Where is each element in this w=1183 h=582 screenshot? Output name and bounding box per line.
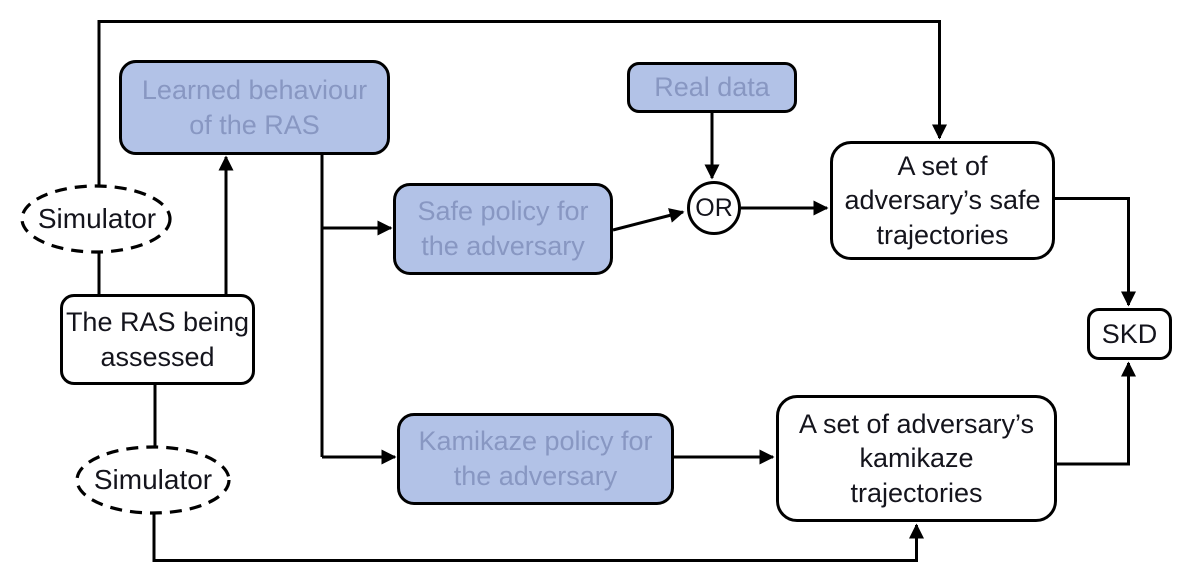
simulator-bottom-label: Simulator: [93, 464, 213, 495]
or-gate-node: OR: [687, 181, 741, 235]
edge-safe-trajectories-to-skd: [1055, 197, 1136, 307]
kamikaze-policy-node: Kamikaze policy for the adversary: [397, 413, 674, 505]
simulator-top-label: Simulator: [37, 203, 157, 234]
simulator-bottom-ellipse: [75, 445, 231, 515]
edge-safe-policy-to-or: [612, 208, 685, 232]
simulator-top-ellipse: [20, 184, 172, 254]
edge-simulator-top-to-safe-trajectories: [97, 20, 947, 186]
skd-node: SKD: [1087, 308, 1172, 360]
kamikaze-trajectories-node: A set of adversary’s kamikaze trajectori…: [776, 395, 1057, 522]
edge-kamikaze-trajectories-to-skd: [1057, 361, 1136, 466]
edge-simulator-bottom-to-kamikaze-trajectories: [152, 514, 924, 562]
safe-policy-node: Safe policy for the adversary: [393, 183, 613, 275]
learned-behaviour-node: Learned behaviour of the RAS: [119, 60, 390, 155]
real-data-node: Real data: [627, 62, 797, 113]
safe-trajectories-node: A set of adversary’s safe trajectories: [830, 141, 1055, 260]
ras-being-assessed-node: The RAS being assessed: [60, 294, 255, 385]
